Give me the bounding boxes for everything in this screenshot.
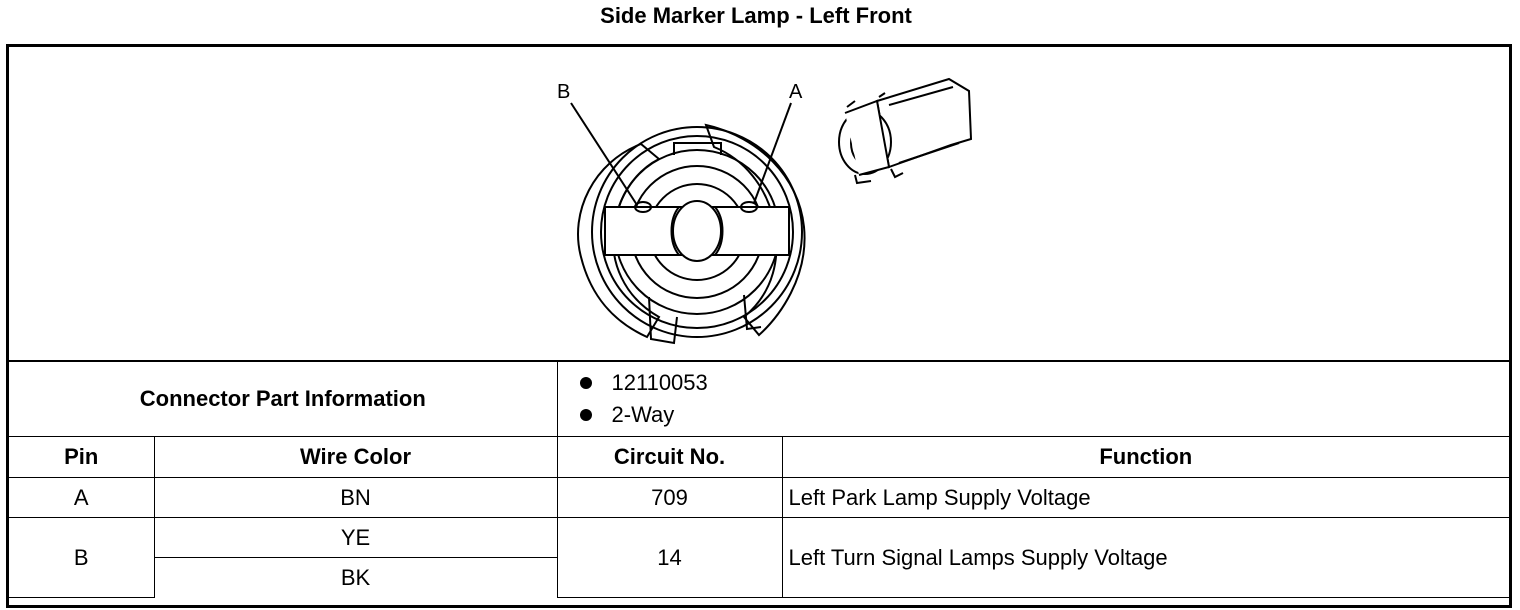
connector-side-view-icon: [838, 77, 973, 185]
connector-table: Connector Part Information 12110053 2-Wa…: [9, 360, 1510, 598]
header-wire-color: Wire Color: [153, 436, 558, 478]
circuit-cell: 14: [556, 517, 783, 598]
header-pin: Pin: [9, 436, 155, 478]
connector-part-info-row: Connector Part Information 12110053 2-Wa…: [9, 360, 1510, 437]
function-cell: Left Park Lamp Supply Voltage: [781, 477, 1510, 518]
pin-cell: B: [9, 517, 155, 598]
pin-label-a: A: [789, 81, 803, 103]
wire-color-cell: BN: [153, 477, 558, 518]
header-circuit-no: Circuit No.: [556, 436, 783, 478]
connector-type: 2-Way: [611, 402, 675, 427]
connector-part-info-list: 12110053 2-Way: [556, 360, 1510, 437]
function-cell: Left Turn Signal Lamps Supply Voltage: [781, 517, 1510, 598]
pin-cell: A: [9, 477, 155, 518]
connector-document-frame: B A Connector Part Information 12110053 …: [6, 44, 1512, 608]
header-function: Function: [781, 436, 1510, 478]
page-title: Side Marker Lamp - Left Front: [600, 3, 912, 28]
connector-part-info-label: Connector Part Information: [9, 360, 558, 437]
connector-face-view-icon: [570, 77, 973, 345]
table-row: A BN 709 Left Park Lamp Supply Voltage: [9, 477, 1510, 518]
part-number: 12110053: [611, 370, 708, 395]
wire-color-cell: BK: [154, 557, 558, 598]
wire-color-cell: YE: [153, 517, 558, 558]
circuit-cell: 709: [556, 477, 783, 518]
table-row: B YE 14 Left Turn Signal Lamps Supply Vo…: [9, 517, 1510, 598]
connector-figure: B A: [9, 47, 1509, 360]
list-item: 12110053: [579, 367, 1510, 399]
table-row: BK: [9, 557, 1509, 598]
pin-label-b: B: [557, 81, 571, 103]
list-item: 2-Way: [579, 399, 1510, 431]
table-header-row: Pin Wire Color Circuit No. Function: [9, 436, 1510, 478]
bullet-icon: [579, 377, 592, 389]
bullet-icon: [579, 409, 592, 421]
